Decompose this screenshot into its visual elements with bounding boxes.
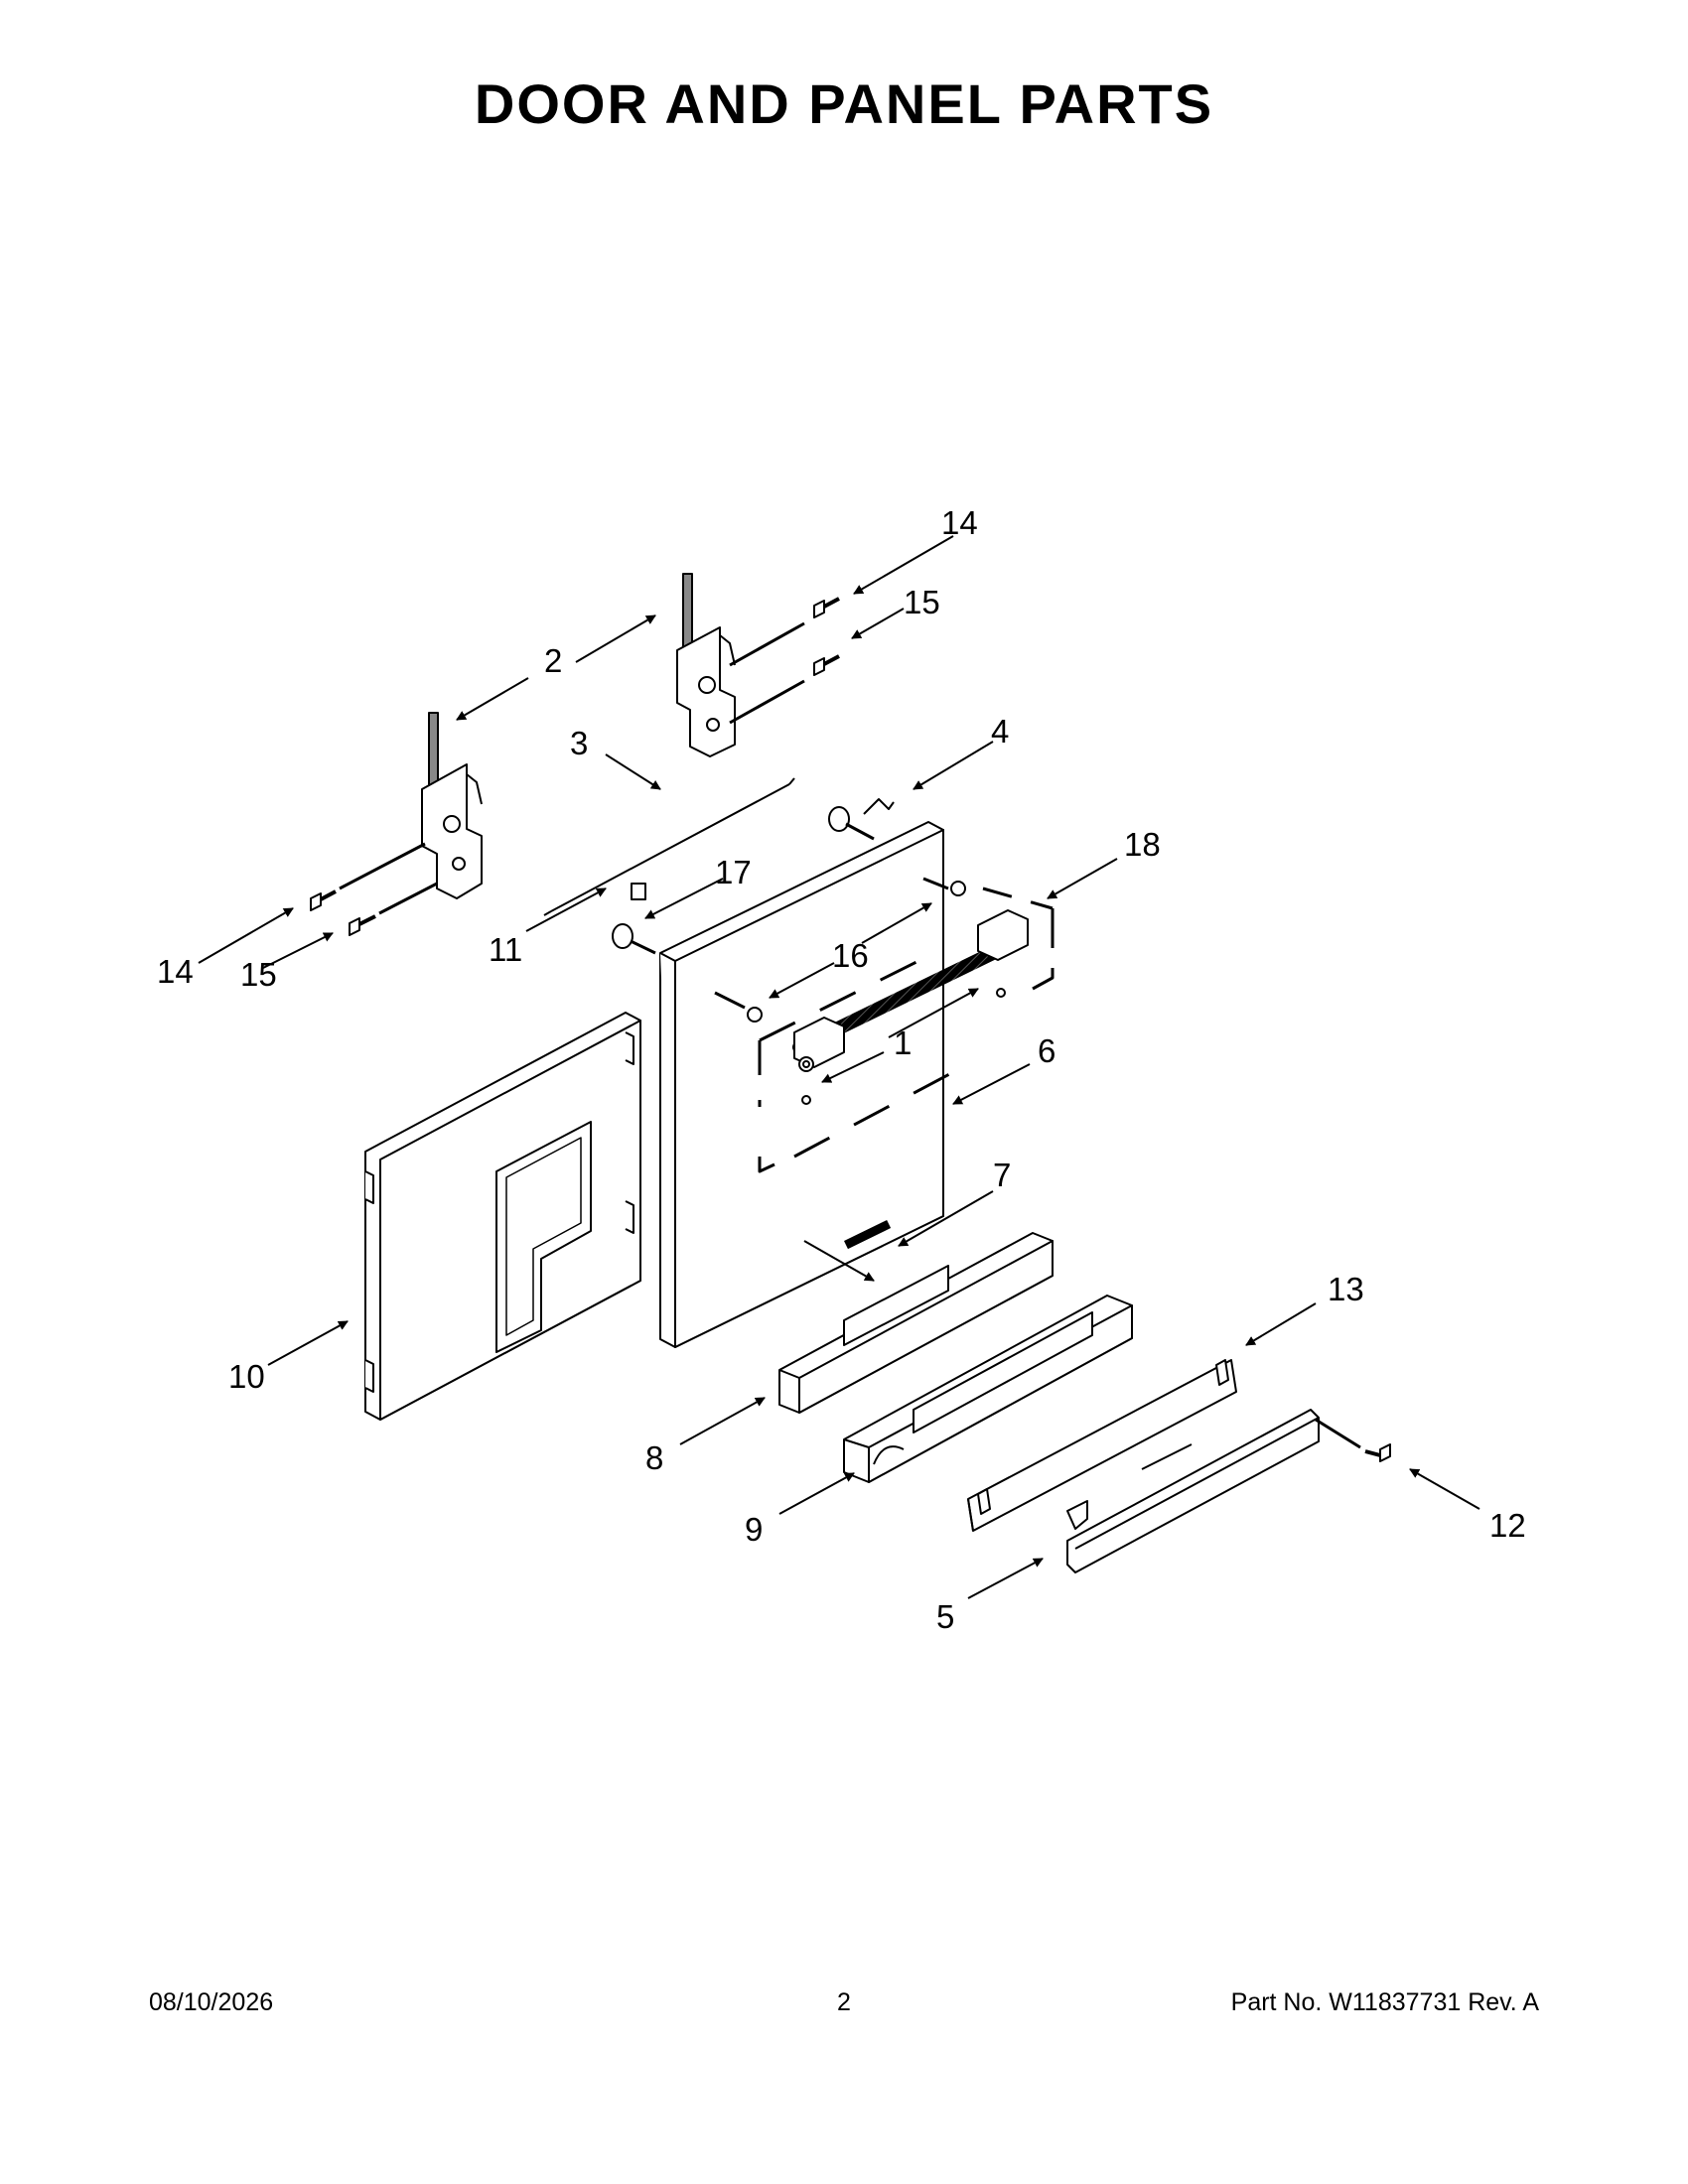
callout-1: 1 (894, 1024, 912, 1061)
screw-part-15-left (349, 914, 376, 936)
callout-13: 13 (1328, 1271, 1364, 1307)
footer-date: 08/10/2026 (149, 1988, 274, 2016)
lower-bracket-part-5 (1066, 1409, 1320, 1573)
callout-5: 5 (936, 1598, 954, 1635)
callout-7: 7 (993, 1157, 1011, 1193)
callout-2: 2 (544, 642, 562, 679)
footer-part-number: Part No. W11837731 Rev. A (1230, 1988, 1539, 2016)
callout-14-right: 14 (941, 504, 978, 541)
outer-door-panel-part-6 (659, 821, 944, 1348)
screw-part-15-right (813, 654, 840, 676)
screw-part-1 (801, 988, 1006, 1105)
door-handle-part-18 (792, 909, 1029, 1072)
brand-badge-icon (844, 1219, 892, 1250)
clip-part-11 (631, 883, 646, 900)
footer-page-number: 2 (837, 1988, 851, 2016)
callout-18: 18 (1124, 826, 1161, 863)
clip-part-4 (863, 798, 895, 815)
screw-part-14-right (813, 597, 840, 618)
callout-4: 4 (991, 713, 1009, 750)
callout-16: 16 (832, 937, 869, 974)
callout-15-right: 15 (904, 584, 940, 620)
callout-9: 9 (745, 1511, 763, 1548)
callout-14-left: 14 (157, 953, 194, 990)
insulation-panel-part-10 (364, 1012, 641, 1421)
callout-6: 6 (1038, 1032, 1055, 1069)
rod-part-3 (550, 783, 790, 912)
hinge-part-2-right (676, 573, 736, 757)
page-title: DOOR AND PANEL PARTS (474, 72, 1214, 135)
screw-part-16 (747, 881, 966, 1023)
screw-part-12 (1364, 1443, 1391, 1462)
callout-10: 10 (228, 1358, 265, 1395)
callout-8: 8 (645, 1439, 663, 1476)
callout-15-left: 15 (240, 956, 277, 993)
callout-3: 3 (570, 725, 588, 761)
trim-part-9 (843, 1295, 1133, 1483)
callout-12: 12 (1489, 1507, 1526, 1544)
callout-11: 11 (489, 931, 522, 968)
hinge-part-2-left (421, 712, 483, 899)
trim-part-8 (778, 1232, 1054, 1414)
hinge-spacer-part-17 (612, 806, 850, 949)
panel-trim-part-13 (967, 1359, 1237, 1532)
callout-17: 17 (715, 854, 752, 890)
screw-part-14-left (310, 889, 337, 911)
